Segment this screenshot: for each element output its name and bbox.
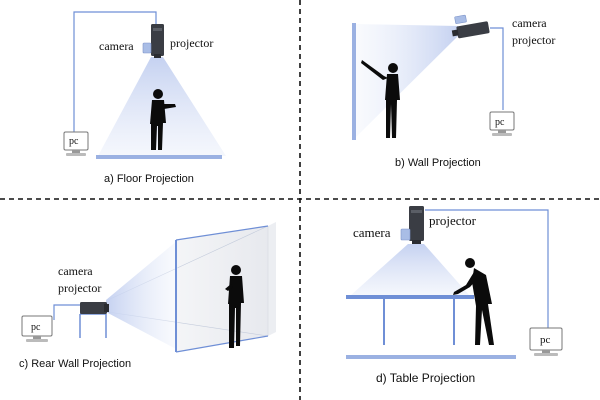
rear-cable [53, 304, 80, 320]
floor-caption: a) Floor Projection [104, 173, 194, 185]
table-floor-surface [346, 355, 516, 359]
table-top [346, 295, 474, 299]
floor-surface [96, 155, 222, 159]
rear-caption: c) Rear Wall Projection [19, 358, 131, 370]
wall-person-silhouette [361, 60, 400, 138]
wall-pc-icon: pc [489, 111, 515, 136]
wall-cable [490, 27, 504, 110]
table-legs [383, 299, 455, 345]
rear-screen [175, 225, 269, 353]
floor-person-silhouette [150, 89, 176, 150]
floor-projector-label: projector [170, 36, 213, 50]
rear-person-silhouette [225, 265, 244, 348]
panel-table-projection: camera projector pc d) Table Projection [346, 206, 563, 385]
rear-screen-bottom-edge [175, 335, 269, 353]
wall-surface [352, 23, 356, 140]
wall-projection-beam [355, 24, 458, 138]
wall-projector-icon [451, 21, 490, 39]
rear-pc-label: pc [31, 322, 41, 333]
floor-projector-icon [151, 24, 164, 58]
table-projector-label: projector [429, 213, 477, 228]
floor-camera-label: camera [99, 39, 134, 53]
rear-pc-icon: pc [21, 315, 53, 342]
panel-floor-projection: camera projector pc a) Floor Projection [63, 11, 226, 185]
floor-pc-icon: pc [63, 131, 89, 156]
floor-pc-label: pc [69, 136, 79, 147]
rear-projector-label: projector [58, 281, 101, 295]
wall-pc-label: pc [495, 117, 505, 128]
rear-projector-icon [80, 302, 109, 314]
panel-wall-projection: camera projector pc b) Wall Projection [352, 14, 555, 169]
rear-screen-top-edge [175, 225, 269, 241]
wall-camera-icon [454, 14, 467, 24]
floor-cable [73, 11, 157, 133]
wall-projector-label: projector [512, 33, 555, 47]
table-pc-label: pc [540, 334, 551, 346]
table-pc-icon: pc [529, 327, 563, 356]
table-camera-label: camera [353, 225, 391, 240]
wall-caption: b) Wall Projection [395, 157, 481, 169]
rear-projector-stand [79, 313, 107, 338]
rear-camera-label: camera [58, 264, 93, 278]
table-projector-icon [409, 206, 424, 244]
table-projection-beam [350, 244, 470, 296]
wall-camera-label: camera [512, 16, 547, 30]
floor-camera-icon [142, 42, 152, 54]
panel-rear-wall-projection: camera projector pc c) Rear Wall Project… [19, 222, 276, 370]
rear-screen-edge [268, 222, 276, 336]
table-caption: d) Table Projection [376, 371, 475, 385]
table-camera-icon [400, 228, 411, 241]
table-cable [425, 209, 549, 328]
rear-projection-beam [106, 240, 178, 350]
table-person-silhouette [453, 258, 494, 345]
